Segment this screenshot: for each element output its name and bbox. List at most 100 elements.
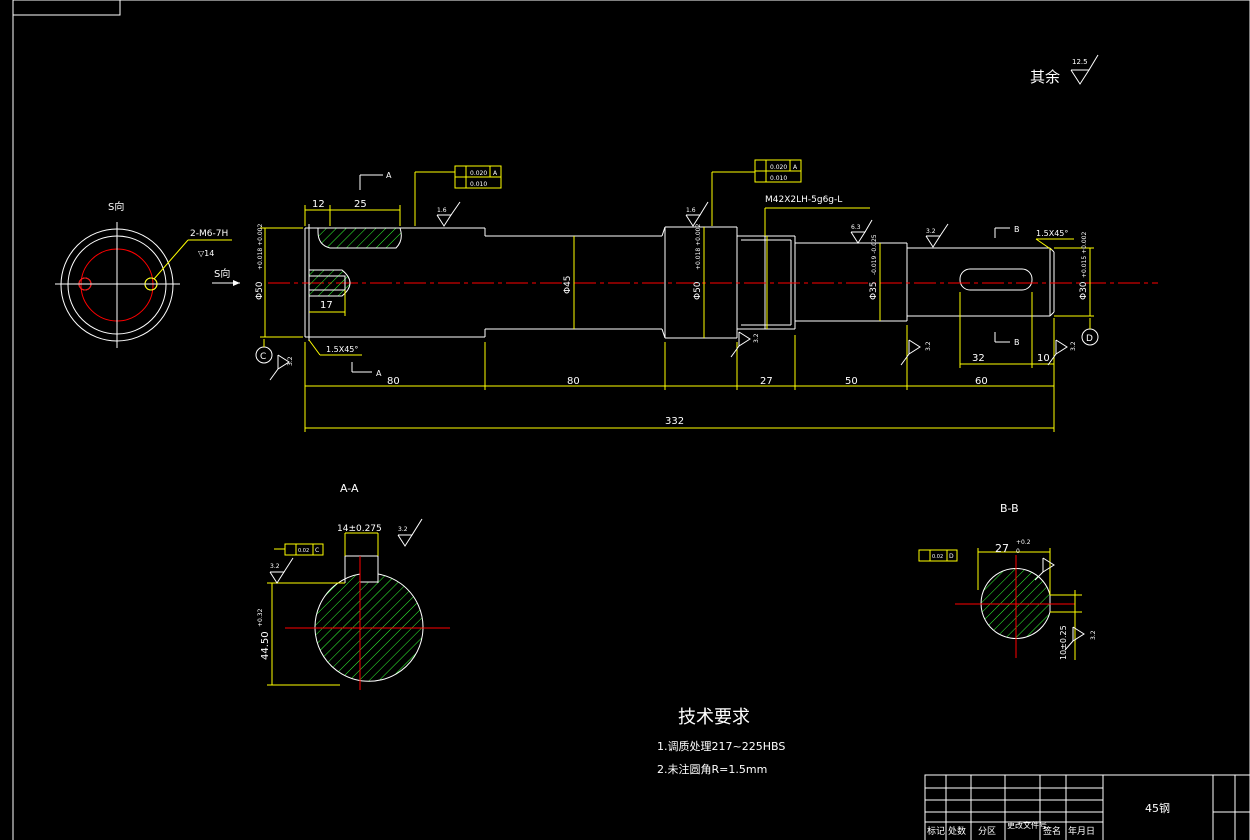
section-markers: A A B B — [351, 171, 1020, 378]
dim-25: 25 — [354, 199, 367, 210]
s-arrow: S向 — [212, 267, 240, 286]
dim-60: 60 — [975, 376, 988, 387]
section-b-b: B-B 27 +0.2 0 10±0.25 0.02 D 3.2 — [918, 502, 1097, 660]
svg-text:3.2: 3.2 — [1070, 341, 1077, 351]
dim-10: 10 — [1037, 353, 1050, 364]
d30-tol: +0.015 +0.002 — [1081, 232, 1088, 278]
tol-frame-2: 0.020 0.010 A — [711, 159, 802, 226]
f2-row2: 0.010 — [770, 175, 787, 182]
tb-header-5: 签名 — [1043, 825, 1061, 837]
section-a-label: A-A — [340, 482, 359, 495]
d50-left-tol: +0.018 +0.002 — [257, 224, 264, 270]
rough-6: 3.2 — [730, 331, 760, 358]
end-view: S向 2-M6-7H ▽14 — [55, 200, 232, 348]
tb-header-4: 更改文件号 — [1007, 820, 1047, 830]
dim-27: 27 — [760, 376, 773, 387]
svg-text:6.3: 6.3 — [851, 224, 861, 231]
rough-b1 — [1034, 557, 1055, 581]
dim-12: 12 — [312, 199, 325, 210]
section-a-a: A-A 14±0.275 44.50 +0.32 0.02 C 3.2 3.2 — [257, 482, 450, 690]
f1-datum: A — [493, 170, 498, 177]
chamfer-right: 1.5X45° — [1036, 229, 1068, 238]
svg-text:3.2: 3.2 — [926, 228, 936, 235]
depth-a: 44.50 — [260, 631, 271, 660]
f1-row1: 0.020 — [470, 170, 487, 177]
tech-line-1: 1.调质处理217~225HBS — [657, 740, 785, 753]
f4-value: 0.02 — [932, 554, 943, 560]
dim-32: 32 — [972, 353, 985, 364]
d50-mid: Φ50 — [693, 281, 703, 300]
key-width-b-tol-low: 0 — [1016, 548, 1020, 555]
f2-row1: 0.020 — [770, 164, 787, 171]
f2-datum: A — [793, 164, 798, 171]
surface-note: 其余 12.5 — [1030, 54, 1099, 86]
s-arrow-label: S向 — [214, 267, 230, 280]
rough-a1: 3.2 — [397, 518, 423, 547]
f3-value: 0.02 — [298, 548, 309, 554]
d50-mid-tol: +0.018 +0.002 — [695, 224, 702, 270]
svg-text:1.6: 1.6 — [686, 207, 696, 214]
rough-4: 3.2 — [925, 223, 949, 248]
svg-text:3.2: 3.2 — [270, 563, 280, 570]
svg-text:3.2: 3.2 — [1090, 630, 1097, 640]
dim-17: 17 — [320, 300, 333, 311]
dim-80a: 80 — [387, 376, 400, 387]
rough-3: 6.3 — [850, 219, 873, 244]
marker-a-bottom: A — [376, 369, 382, 378]
shaft-outline — [268, 224, 1158, 341]
tb-header-3: 分区 — [978, 826, 996, 837]
d35-tol: -0.019 -0.025 — [871, 234, 878, 275]
key-width-a: 14±0.275 — [337, 524, 382, 534]
surface-note-roughness: 12.5 — [1072, 58, 1088, 66]
depth-b: 10±0.25 — [1059, 625, 1068, 660]
d45: Φ45 — [563, 275, 573, 294]
diameter-labels: Φ50 +0.018 +0.002 Φ45 Φ50 +0.018 +0.002 … — [255, 224, 1089, 300]
corner-box — [12, 0, 121, 16]
svg-text:3.2: 3.2 — [753, 333, 760, 343]
roughness-symbols: 1.6 1.6 6.3 3.2 3.2 3.2 3.2 3.2 — [269, 201, 1077, 381]
tb-header-2: 处数 — [948, 825, 966, 837]
title-block: 45钢 标记 处数 分区 更改文件号 签名 年月日 — [924, 774, 1250, 840]
thread-callout: M42X2LH-5g6g-L 1.5X45° — [764, 195, 1074, 251]
rough-5: 3.2 — [269, 354, 294, 381]
hole-depth: ▽14 — [198, 249, 214, 258]
svg-text:3.2: 3.2 — [398, 526, 408, 533]
rough-1: 1.6 — [436, 201, 461, 227]
rough-b2: 3.2 — [1064, 626, 1097, 651]
key-width-b-tol: +0.2 — [1016, 539, 1031, 546]
chamfer-left: 1.5X45° — [326, 345, 358, 354]
datum-symbols: C D — [255, 318, 1099, 364]
tb-header-1: 标记 — [927, 825, 945, 837]
end-view-label: S向 — [108, 200, 124, 213]
rough-2: 1.6 — [685, 201, 709, 227]
d30: Φ30 — [1079, 281, 1089, 300]
technical-requirements: 技术要求 1.调质处理217~225HBS 2.未注圆角R=1.5mm — [657, 707, 785, 776]
dim-50: 50 — [845, 376, 858, 387]
rough-7: 3.2 — [900, 339, 932, 366]
rough-8: 3.2 — [1047, 339, 1077, 366]
svg-text:3.2: 3.2 — [925, 341, 932, 351]
tech-line-2: 2.未注圆角R=1.5mm — [657, 762, 767, 776]
marker-b-bottom: B — [1014, 338, 1020, 347]
datum-d: D — [1086, 334, 1093, 344]
f4-datum: D — [949, 553, 954, 560]
svg-text:3.2: 3.2 — [287, 356, 294, 366]
dim-332: 332 — [665, 416, 684, 427]
d50-left: Φ50 — [255, 281, 265, 300]
f1-row2: 0.010 — [470, 181, 487, 188]
thread-spec: M42X2LH-5g6g-L — [765, 195, 842, 205]
depth-a-tol: +0.32 — [257, 608, 264, 627]
marker-b-top: B — [1014, 225, 1020, 234]
dimensions: 12 25 17 1.5X45° 80 80 27 50 60 32 10 33… — [260, 199, 1094, 432]
rough-a2: 3.2 — [269, 557, 294, 584]
tol-frame-1: 0.020 0.010 A — [414, 165, 502, 226]
threaded-hole-section — [308, 269, 351, 297]
hole-callout: 2-M6-7H — [190, 229, 228, 239]
drawing-border — [12, 0, 1250, 840]
key-width-b: 27 — [995, 542, 1009, 555]
f3-datum: C — [315, 547, 319, 554]
d35: Φ35 — [869, 281, 879, 300]
section-b-label: B-B — [1000, 502, 1019, 515]
datum-c: C — [260, 352, 266, 362]
